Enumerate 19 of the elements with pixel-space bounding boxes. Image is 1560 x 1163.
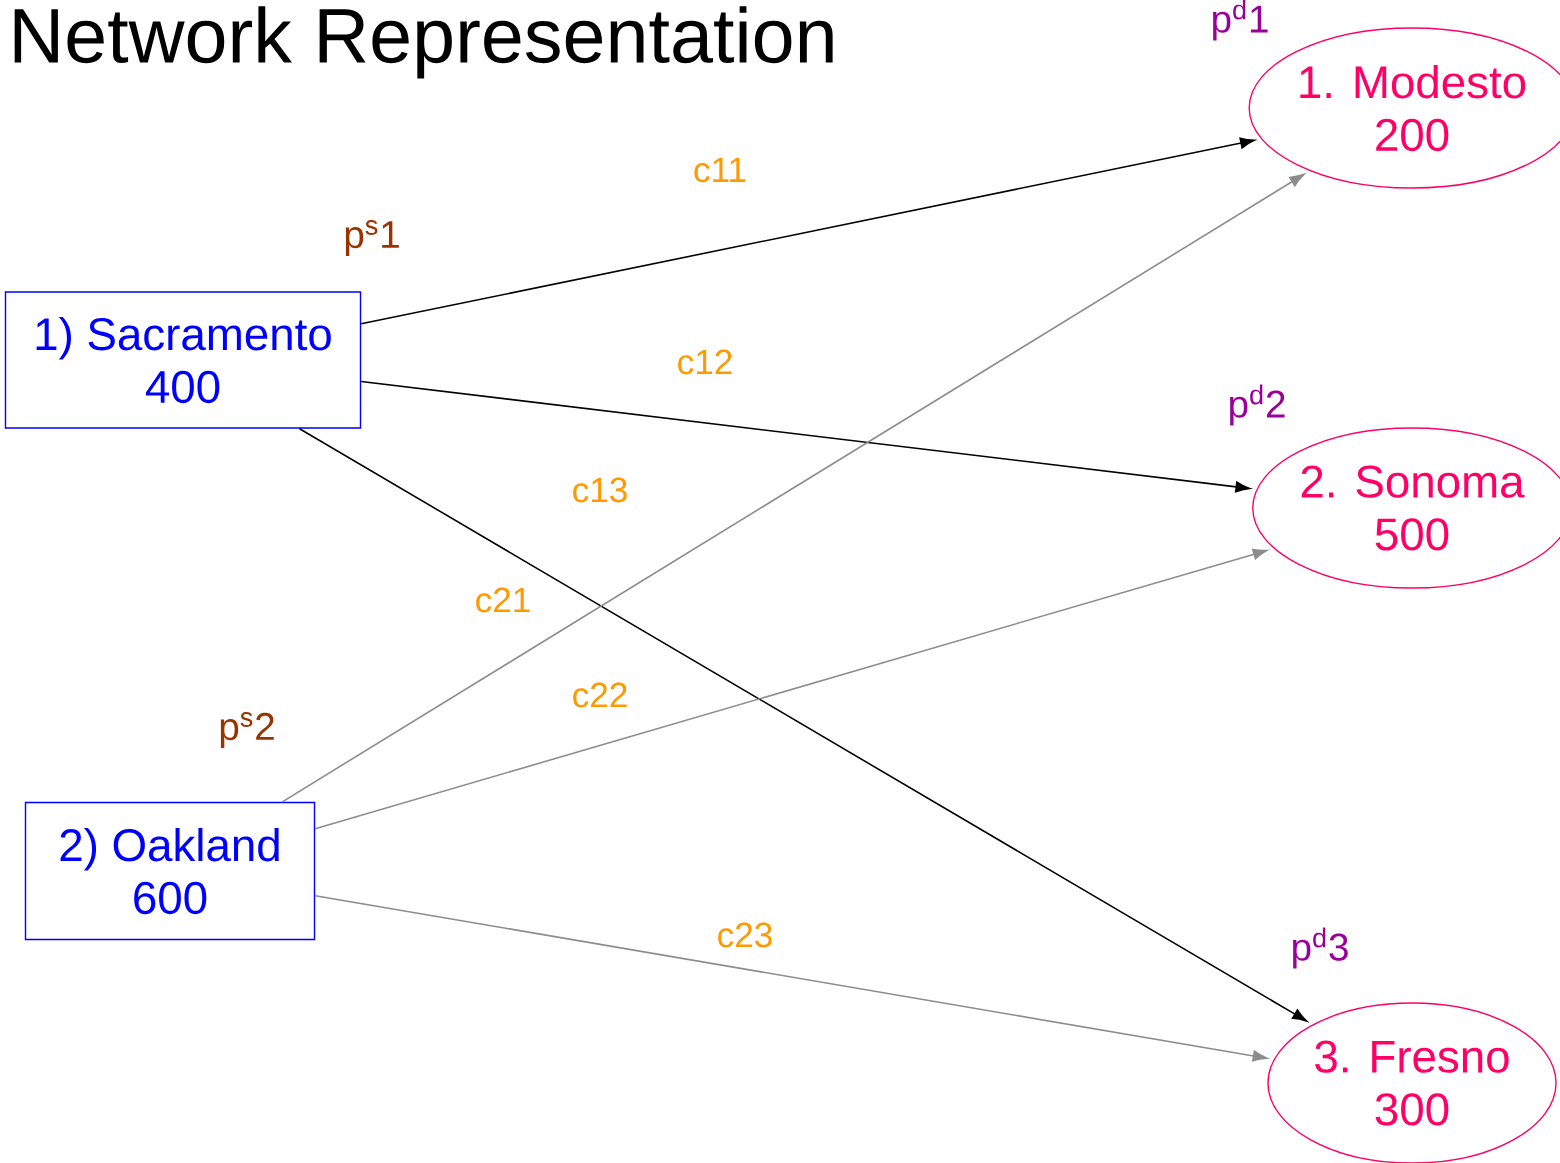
arrow	[314, 548, 1268, 830]
arrow	[360, 137, 1255, 325]
arrow	[314, 894, 1268, 1062]
price-label: p$^{s}$2	[220, 712, 274, 748]
edge-label: c12	[678, 349, 732, 375]
edge-label: c23	[718, 922, 772, 948]
arrow	[298, 427, 1308, 1022]
edge-label: c22	[573, 682, 627, 708]
arrow	[360, 380, 1251, 493]
edge-label: c11	[694, 157, 746, 183]
edge-label: c13	[573, 477, 627, 503]
price-label: p$^{d}$2	[1230, 384, 1285, 426]
price-label: p$^{s}$1	[345, 220, 399, 256]
location-box: 1) Sacramento 400	[4, 291, 362, 429]
arrow	[281, 173, 1305, 803]
title: Network Representation	[14, 6, 833, 79]
location-box: 2) Oakland 600	[24, 801, 316, 941]
price-label: p$^{d}$3	[1293, 927, 1348, 969]
edge-label: c21	[476, 587, 530, 613]
